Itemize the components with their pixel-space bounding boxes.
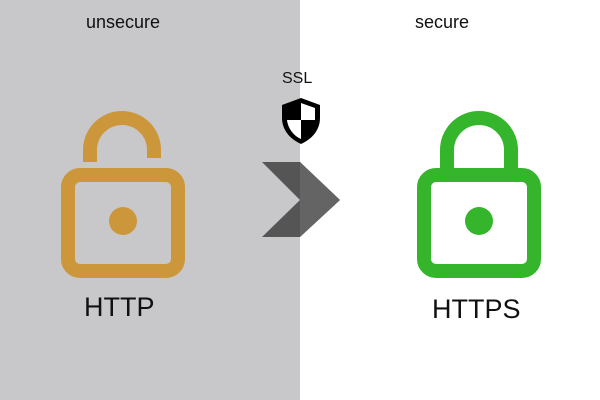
ssl-label: SSL (282, 70, 313, 87)
closed-lock-icon (417, 111, 541, 278)
open-lock-icon (61, 111, 185, 278)
http-label: HTTP (84, 292, 155, 322)
unsecure-caption: unsecure (86, 12, 161, 32)
shield-icon (282, 98, 320, 144)
secure-caption: secure (415, 12, 470, 32)
unsecure-panel (0, 0, 300, 400)
https-label: HTTPS (432, 294, 521, 324)
chevron-right-icon (262, 162, 340, 237)
